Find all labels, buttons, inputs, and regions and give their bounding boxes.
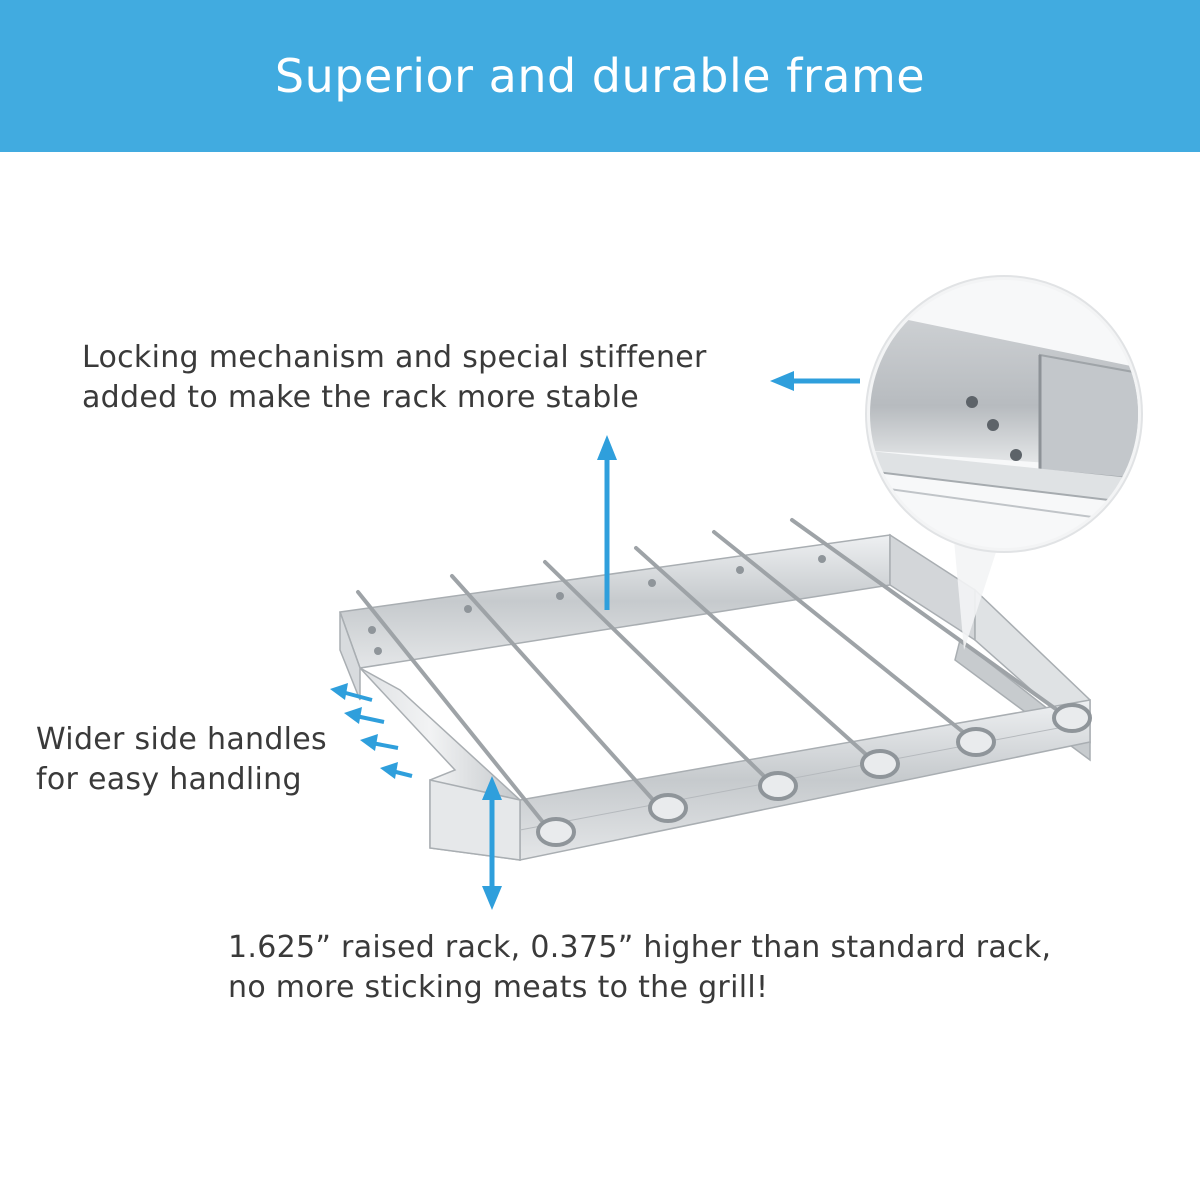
callout-raised-text: 1.625” raised rack, 0.375” higher than s… (228, 928, 1051, 1008)
skewer-rings (536, 703, 1092, 847)
rack-back-wall (338, 533, 976, 669)
arrow-handle-icon (360, 734, 399, 751)
skewer (634, 546, 872, 760)
skewer (450, 574, 657, 804)
callout-locking-line2: added to make the rack more stable (82, 380, 640, 415)
skewer (712, 530, 970, 738)
skewer (790, 518, 1062, 714)
callout-arrows (330, 371, 860, 910)
header-banner (0, 0, 1200, 152)
callout-raised-line2: no more sticking meats to the grill! (228, 970, 769, 1005)
arrow-handle-icon (380, 762, 413, 779)
skewer-ring (536, 817, 576, 847)
arrow-up-icon (597, 435, 617, 610)
callout-locking-text: Locking mechanism and special stiffener … (82, 338, 707, 418)
zoom-detail (865, 275, 1143, 650)
arrow-handle-icon (330, 683, 373, 702)
callout-raised-line1: 1.625” raised rack, 0.375” higher than s… (228, 930, 1052, 965)
skewer-ring (956, 727, 996, 757)
arrow-double-vertical-icon (482, 776, 502, 910)
header-title: Superior and durable frame (274, 49, 926, 103)
callout-locking-line1: Locking mechanism and special stiffener (82, 340, 707, 375)
skewer (356, 590, 548, 828)
callout-handles-text: Wider side handles for easy handling (36, 720, 327, 800)
callout-handles-line1: Wider side handles (36, 722, 327, 757)
skewer-ring (758, 771, 798, 801)
callout-handles-line2: for easy handling (36, 762, 302, 797)
skewer (543, 560, 770, 782)
arrow-left-icon (770, 371, 860, 391)
arrow-handle-icon (344, 707, 385, 724)
skewer-ring (1052, 703, 1092, 733)
skewers (356, 518, 1062, 828)
skewer-ring (648, 793, 688, 823)
skewer-ring (860, 749, 900, 779)
